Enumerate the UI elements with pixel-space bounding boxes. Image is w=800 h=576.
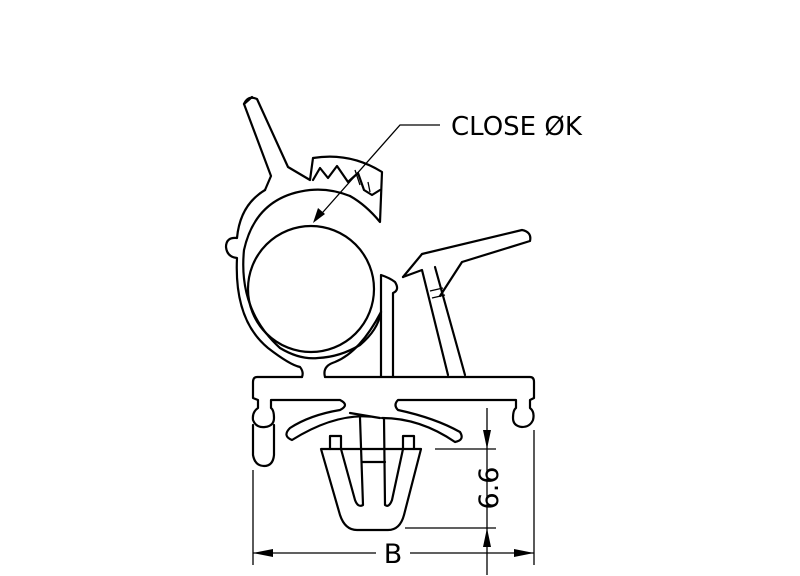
clamp-body [224,95,384,379]
height-dimension-label: 6.6 [474,467,505,510]
base-plate [251,375,536,468]
push-pin [319,416,423,532]
dimension-lines [252,124,535,575]
callout-label: CLOSE ØK [451,112,583,142]
cable-circle [246,224,376,354]
latch [379,228,532,378]
width-dimension-label: B [384,539,403,570]
